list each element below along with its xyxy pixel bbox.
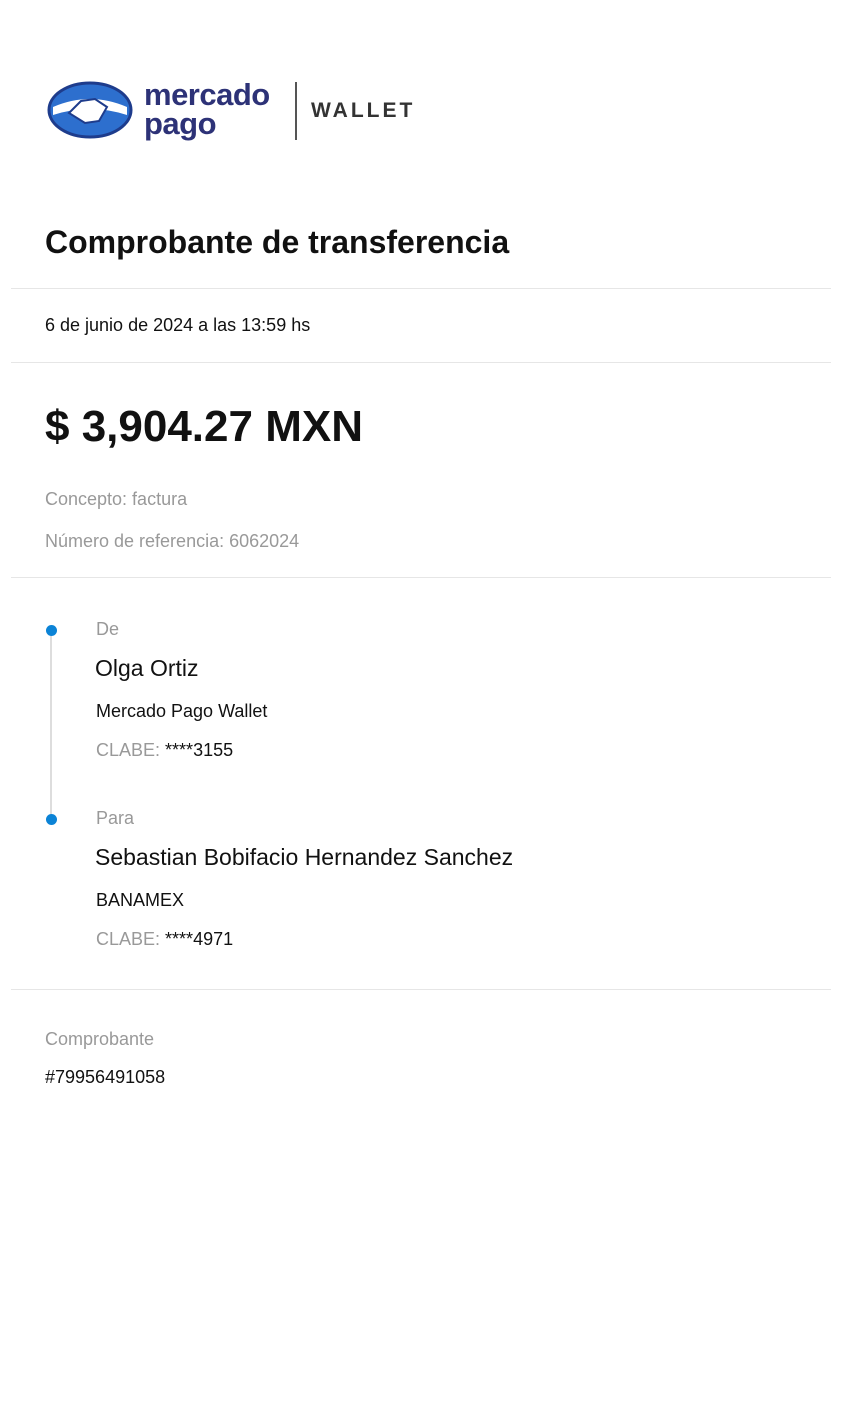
timeline-line	[50, 631, 52, 819]
logo-divider	[295, 82, 297, 140]
divider	[11, 577, 831, 578]
divider	[11, 288, 831, 289]
transfer-amount: $ 3,904.27 MXN	[45, 402, 363, 451]
sender-name: Olga Ortiz	[95, 655, 199, 681]
transfer-date: 6 de junio de 2024 a las 13:59 hs	[45, 315, 311, 335]
to-label: Para	[96, 808, 135, 828]
sender-bank: Mercado Pago Wallet	[96, 701, 268, 721]
divider	[11, 989, 831, 990]
concept: Concepto: factura	[45, 489, 188, 509]
reference-number: Número de referencia: 6062024	[45, 531, 300, 551]
page-title: Comprobante de transferencia	[45, 224, 510, 260]
divider	[11, 362, 831, 363]
receipt-label: Comprobante	[45, 1029, 155, 1049]
from-label: De	[96, 619, 120, 639]
timeline-dot-icon	[46, 814, 57, 825]
mercado-pago-handshake-logo-icon	[47, 81, 133, 139]
wallet-label: WALLET	[311, 99, 416, 122]
receipt-number: #79956491058	[45, 1067, 166, 1087]
sender-clabe: CLABE: ****3155	[96, 740, 234, 760]
recipient-clabe: CLABE: ****4971	[96, 929, 234, 949]
timeline-dot-icon	[46, 625, 57, 636]
recipient-name: Sebastian Bobifacio Hernandez Sanchez	[95, 844, 514, 870]
recipient-bank: BANAMEX	[96, 890, 185, 910]
